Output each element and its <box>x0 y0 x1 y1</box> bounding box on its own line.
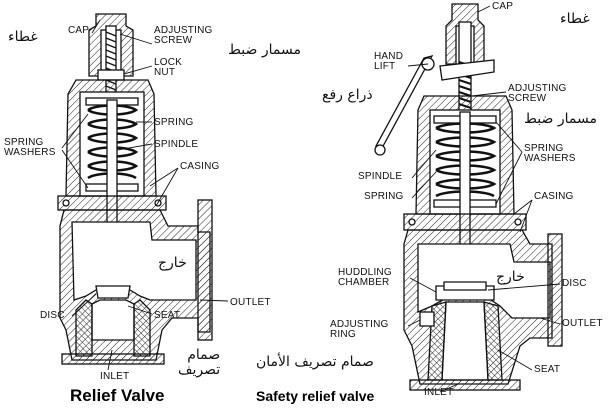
label-seat-safety: SEAT <box>534 364 561 375</box>
caption-safety-relief-valve: Safety relief valve <box>256 388 375 404</box>
label-seat: SEAT <box>154 310 181 321</box>
label-spindle: SPINDLE <box>154 139 199 150</box>
caption-relief-valve: Relief Valve <box>70 386 165 405</box>
arabic-outlet: خارج <box>158 255 187 271</box>
arabic-valve-name: صمام تصريف <box>178 347 221 378</box>
label-spring-washers: SPRING WASHERS <box>4 137 56 158</box>
label-cap-safety: CAP <box>492 1 514 12</box>
safety-relief-valve-drawing <box>374 3 563 393</box>
arabic-outlet-safety: خارج <box>496 269 525 285</box>
label-spring-safety: SPRING <box>364 191 404 202</box>
arabic-adjusting-screw-safety: مسمار ضبط <box>524 111 597 127</box>
arabic-hand-lift: ذراع رفع <box>322 87 373 103</box>
arabic-valve-name-safety: صمام تصريف الأمان <box>256 354 374 370</box>
label-lock-nut: LOCK NUT <box>154 57 183 78</box>
label-outlet: OUTLET <box>230 297 271 308</box>
label-adjusting-screw: ADJUSTING SCREW <box>154 25 213 46</box>
label-disc: DISC <box>40 310 65 321</box>
label-inlet-safety: INLET <box>424 387 454 398</box>
label-adjusting-screw-safety: ADJUSTING SCREW <box>508 83 567 104</box>
label-adjusting-ring: ADJUSTING RING <box>330 319 389 340</box>
label-casing: CASING <box>180 161 220 172</box>
label-huddling-chamber: HUDDLING CHAMBER <box>338 267 392 288</box>
label-spring: SPRING <box>154 117 194 128</box>
label-casing-safety: CASING <box>534 191 574 202</box>
label-spindle-safety: SPINDLE <box>358 171 403 182</box>
arabic-cap-safety: غطاء <box>560 11 590 27</box>
relief-valve-drawing <box>57 13 229 371</box>
label-disc-safety: DISC <box>562 278 587 289</box>
label-cap: CAP <box>68 25 90 36</box>
label-spring-washers-safety: SPRING WASHERS <box>524 143 576 164</box>
arabic-cap: غطاء <box>8 29 38 45</box>
label-inlet: INLET <box>100 371 130 382</box>
label-outlet-safety: OUTLET <box>562 318 603 329</box>
label-hand-lift: HAND LIFT <box>374 51 404 72</box>
arabic-adjusting-screw: مسمار ضبط <box>228 42 301 58</box>
